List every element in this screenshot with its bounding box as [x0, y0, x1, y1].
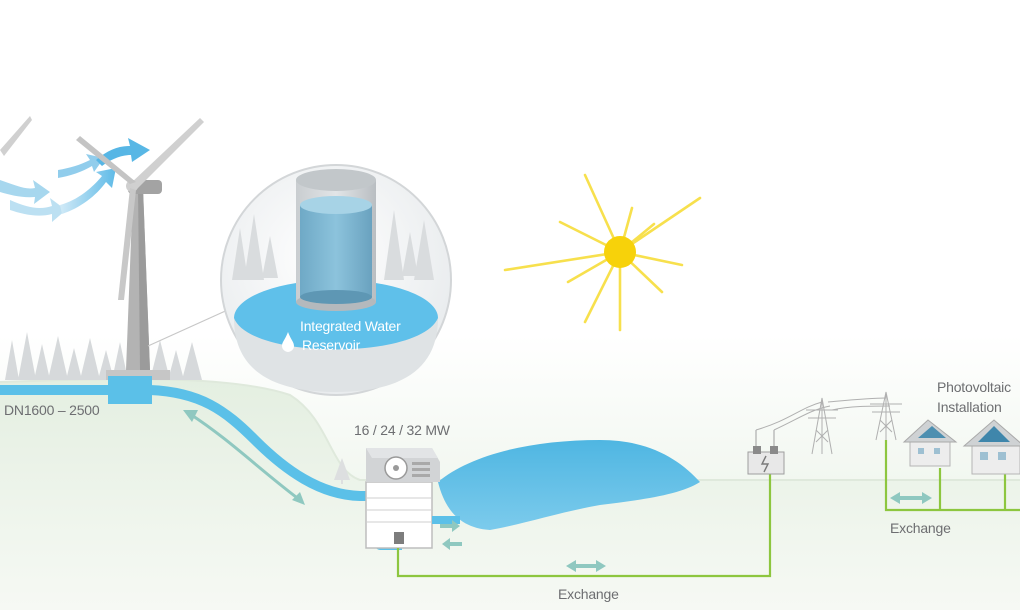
pump-turbine-icon: [365, 448, 440, 549]
exchange-label-right: Exchange: [890, 520, 951, 536]
pipe-diameter-label: DN1600 – 2500: [4, 402, 100, 418]
pylon-icon: [755, 391, 902, 455]
intake-chamber: [108, 376, 152, 404]
wind-arrow-icon: [0, 138, 150, 222]
pv-label-line1: Photovoltaic: [937, 379, 1011, 395]
sun-icon: [503, 173, 702, 332]
exchange-arrows-pump: [440, 520, 462, 550]
tree-icon: [334, 458, 350, 484]
wind-turbine-icon: [0, 116, 204, 380]
house-solar-icon: [902, 419, 1020, 475]
exchange-label-main: Exchange: [558, 586, 619, 602]
power-cable: [396, 440, 1020, 578]
reservoir-bubble: [220, 164, 452, 396]
reservoir-label-line1: Integrated Water: [300, 318, 401, 334]
water-drop-icon: [282, 332, 294, 352]
power-rating-label: 16 / 24 / 32 MW: [354, 422, 450, 438]
pv-installation-label: Photovoltaic Installation: [937, 377, 1011, 417]
exchange-arrows-cable: [566, 492, 932, 572]
penstock-pipe: [0, 385, 402, 550]
reservoir-label-line2: Reservoir: [302, 337, 361, 353]
transformer-icon: [747, 430, 785, 475]
lower-reservoir: [438, 440, 700, 530]
exchange-arrows-slope: [183, 410, 305, 505]
pv-label-line2: Installation: [937, 399, 1002, 415]
